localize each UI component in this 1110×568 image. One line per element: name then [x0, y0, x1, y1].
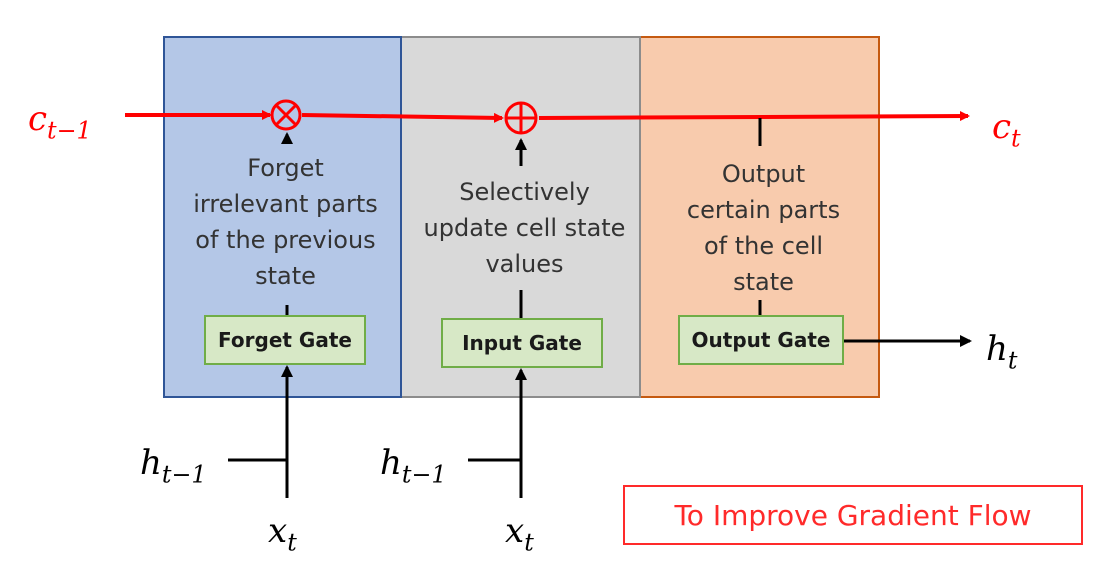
gradient-flow-note-text: To Improve Gradient Flow [674, 498, 1032, 532]
input-gate: Input Gate [441, 318, 603, 368]
cell-state-prev-symbol: ct−1 [28, 99, 92, 145]
description-line: certain parts [686, 196, 841, 224]
cell-state-mid-line [301, 112, 504, 123]
input-description: Selectively update cell state values [402, 174, 647, 282]
gradient-flow-note: To Improve Gradient Flow [623, 485, 1083, 545]
cell-state-next-symbol: ct [992, 107, 1021, 153]
description-line: Output [721, 160, 806, 188]
cell-state-out-line [538, 111, 970, 122]
output-gate-label: Output Gate [691, 328, 831, 352]
add-operator-icon [504, 101, 538, 135]
description-line: state [733, 268, 794, 296]
description-line: of the previous [195, 226, 376, 254]
forget-gate-label: Forget Gate [218, 328, 352, 352]
description-line: Selectively [459, 178, 590, 206]
input-gate-label: Input Gate [462, 331, 582, 355]
forget-description: Forget irrelevant parts of the previous sta… [163, 150, 408, 294]
output-gate: Output Gate [678, 315, 844, 365]
description-line: of the cell [703, 232, 824, 260]
hidden-state-out-symbol: ht [986, 329, 1018, 375]
multiply-operator-icon [270, 99, 302, 131]
description-line: irrelevant parts [193, 190, 378, 218]
description-line: values [485, 250, 564, 278]
forget-gate: Forget Gate [204, 315, 366, 365]
description-line: Forget [247, 154, 324, 182]
description-line: update cell state [423, 214, 626, 242]
description-line: state [255, 262, 316, 290]
hidden-state-prev-symbol-input: ht−1 [380, 443, 447, 489]
hidden-state-prev-symbol-forget: ht−1 [140, 443, 207, 489]
output-description: Output certain parts of the cell state [641, 156, 886, 300]
input-symbol-forget: xt [268, 511, 297, 557]
input-symbol-input: xt [505, 511, 534, 557]
